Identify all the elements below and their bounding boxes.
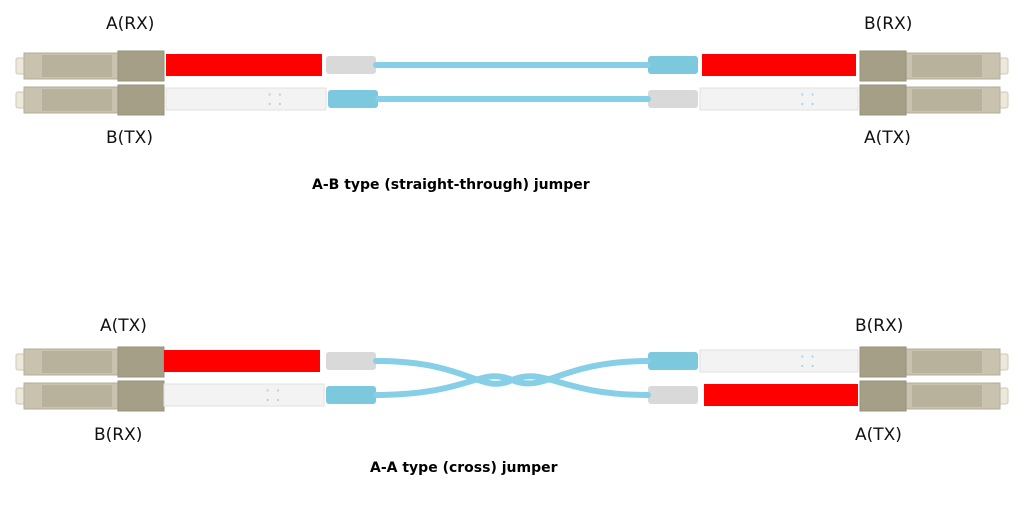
d1-left-top-port-label: A(RX) bbox=[106, 14, 155, 34]
d1-left-bottom-connector bbox=[15, 84, 165, 116]
d1-left-bottom-ferrule bbox=[328, 90, 378, 108]
d1-caption: A-B type (straight-through) jumper bbox=[312, 177, 590, 193]
d1-left-top-connector bbox=[15, 50, 165, 82]
d1-right-bottom-connector-grip bbox=[859, 84, 907, 116]
d1-right-bottom-white-boot-key-marks: ⁚ ⁚ bbox=[800, 90, 815, 109]
d1-right-top-connector-grip bbox=[859, 50, 907, 82]
d1-left-top-red-boot bbox=[166, 54, 322, 76]
d1-right-bottom-connector-latch bbox=[912, 89, 982, 111]
d1-left-bottom-connector-grip bbox=[117, 84, 165, 116]
d2-right-top-connector-grip bbox=[859, 346, 907, 378]
d2-right-bottom-connector-latch bbox=[912, 385, 982, 407]
d2-left-top-red-boot bbox=[164, 350, 320, 372]
d2-left-bottom-connector bbox=[15, 380, 165, 412]
d2-right-bottom-connector-grip bbox=[859, 380, 907, 412]
d1-left-top-connector-latch bbox=[42, 55, 112, 77]
d2-left-top-port-label: A(TX) bbox=[100, 316, 147, 336]
d1-left-top-connector-grip bbox=[117, 50, 165, 82]
d2-left-bottom-white-boot-key-marks: ⁚ ⁚ bbox=[265, 386, 280, 405]
d1-right-top-connector-latch bbox=[912, 55, 982, 77]
d2-right-bottom-red-boot bbox=[704, 384, 858, 406]
d1-left-bottom-connector-latch bbox=[42, 89, 112, 111]
d2-right-top-white-boot-key-marks: ⁚ ⁚ bbox=[800, 352, 815, 371]
d1-left-bottom-white-boot-key-marks: ⁚ ⁚ bbox=[267, 90, 282, 109]
d1-left-top-ferrule bbox=[326, 56, 376, 74]
d2-left-bottom-connector-latch bbox=[42, 385, 112, 407]
d1-right-top-red-boot bbox=[702, 54, 856, 76]
d2-right-bottom-port-label: A(TX) bbox=[855, 425, 902, 445]
d2-right-top-connector-latch bbox=[912, 351, 982, 373]
d2-right-top-port-label: B(RX) bbox=[855, 316, 904, 336]
d2-cross-cable-2 bbox=[373, 358, 651, 398]
d2-right-top-connector bbox=[859, 346, 1009, 378]
d2-right-bottom-ferrule bbox=[648, 386, 698, 404]
d2-left-bottom-connector-grip bbox=[117, 380, 165, 412]
d1-right-top-connector bbox=[859, 50, 1009, 82]
d2-right-top-white-boot bbox=[699, 349, 859, 373]
d1-right-top-port-label: B(RX) bbox=[864, 14, 913, 34]
d2-right-bottom-connector bbox=[859, 380, 1009, 412]
d2-left-bottom-port-label: B(RX) bbox=[94, 425, 143, 445]
d2-left-top-connector bbox=[15, 346, 165, 378]
d1-right-bottom-ferrule bbox=[648, 90, 698, 108]
d2-caption: A-A type (cross) jumper bbox=[370, 460, 558, 476]
d2-left-bottom-white-boot bbox=[163, 383, 325, 407]
d2-left-top-connector-latch bbox=[42, 351, 112, 373]
d2-left-top-ferrule bbox=[326, 352, 376, 370]
d1-left-bottom-port-label: B(TX) bbox=[106, 128, 153, 148]
straight-through-jumper-figure: ⁚ ⁚ ⁚ ⁚ bbox=[15, 50, 1009, 116]
d1-right-bottom-white-boot bbox=[699, 87, 859, 111]
d1-left-bottom-white-boot bbox=[165, 87, 327, 111]
d2-left-bottom-ferrule bbox=[326, 386, 376, 404]
d1-right-top-ferrule bbox=[648, 56, 698, 74]
d2-right-top-ferrule bbox=[648, 352, 698, 370]
d2-left-top-connector-grip bbox=[117, 346, 165, 378]
cross-jumper-figure: ⁚ ⁚ ⁚ ⁚ bbox=[15, 346, 1009, 412]
d1-right-bottom-port-label: A(TX) bbox=[864, 128, 911, 148]
d1-right-bottom-connector bbox=[859, 84, 1009, 116]
